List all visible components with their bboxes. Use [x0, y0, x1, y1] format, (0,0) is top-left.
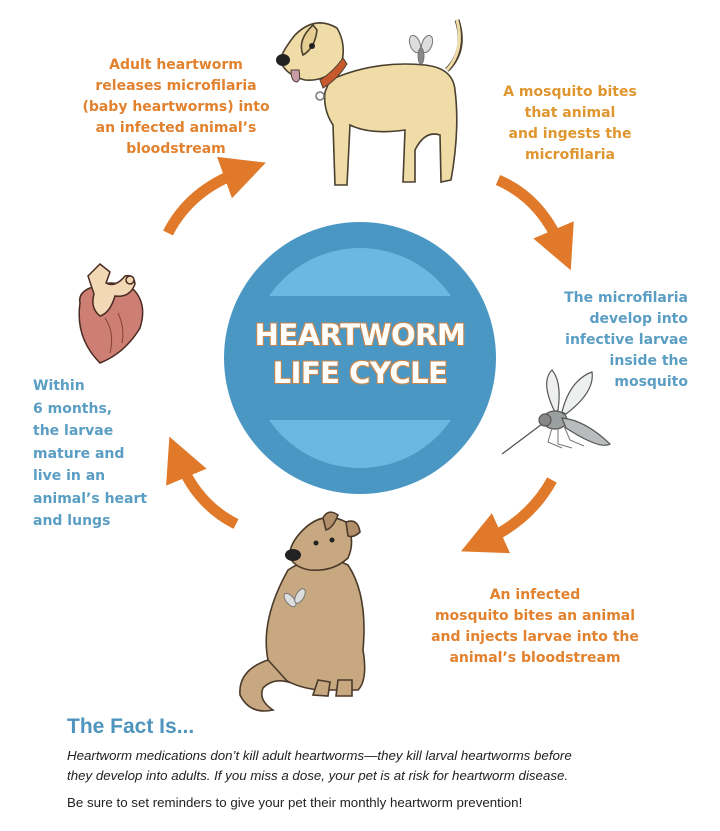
step-line: A mosquito bites	[503, 84, 637, 100]
page-title: HEARTWORM LIFE CYCLE	[222, 316, 498, 392]
step-line: mosquito	[614, 374, 688, 390]
step-line: microfilaria	[525, 147, 615, 163]
arrow-bottom-left-icon	[166, 436, 239, 529]
step-line: (baby heartworms) into	[82, 99, 270, 115]
step-line: mosquito bites an animal	[434, 608, 636, 624]
step-mosquito-injects: An infected mosquito bites an animal and…	[405, 585, 665, 669]
fact-body-line-2: they develop into adults. If you miss a …	[67, 768, 569, 783]
step-line: Adult heartworm	[109, 57, 243, 73]
title-line-2: LIFE CYCLE	[272, 356, 448, 390]
step-line: the larvae	[33, 423, 114, 439]
step-line: infective larvae	[565, 332, 688, 348]
step-larvae-mature: Within 6 months, the larvae mature and l…	[33, 375, 183, 533]
heart-icon	[78, 262, 144, 364]
step-line: animal’s heart	[33, 490, 148, 507]
arrow-top-right-icon	[495, 174, 574, 271]
step-larvae-develop: The microfilaria develop into infective …	[520, 288, 688, 393]
step-line: The microfilaria	[564, 290, 688, 306]
step-line: live in an	[33, 468, 106, 484]
step-line: mature and	[33, 445, 125, 462]
arrow-top-left-icon	[163, 156, 266, 236]
fact-body: Heartworm medications don’t kill adult h…	[67, 746, 707, 786]
arrow-bottom-right-icon	[460, 477, 557, 554]
fact-heading: The Fact Is...	[67, 715, 195, 738]
step-mosquito-ingests: A mosquito bites that animal and ingests…	[480, 82, 660, 166]
life-cycle-circle: HEARTWORM LIFE CYCLE	[222, 220, 498, 496]
step-line: releases microfilaria	[95, 78, 257, 94]
step-line: 6 months,	[33, 400, 113, 417]
step-line: and ingests the	[508, 126, 632, 142]
mosquito-icon	[501, 369, 611, 455]
step-line: an infected animal’s	[95, 120, 257, 136]
step-line: that animal	[524, 105, 616, 121]
sitting-dog-icon	[239, 511, 366, 712]
step-line: and lungs	[33, 513, 111, 529]
step-line: animal’s bloodstream	[449, 650, 621, 666]
step-line: develop into	[589, 311, 688, 327]
title-line-1: HEARTWORM	[254, 318, 466, 352]
standing-dog-icon	[276, 19, 463, 186]
fact-note: Be sure to set reminders to give your pe…	[67, 795, 523, 810]
step-line: bloodstream	[126, 141, 226, 157]
fact-body-line-1: Heartworm medications don’t kill adult h…	[67, 748, 572, 763]
circle-graphic	[224, 222, 496, 494]
step-line: and injects larvae into the	[431, 629, 639, 645]
step-line: An infected	[489, 587, 581, 603]
step-adult-release: Adult heartworm releases microfilaria (b…	[56, 55, 296, 160]
step-line: Within	[33, 378, 85, 394]
step-line: inside the	[609, 353, 688, 369]
